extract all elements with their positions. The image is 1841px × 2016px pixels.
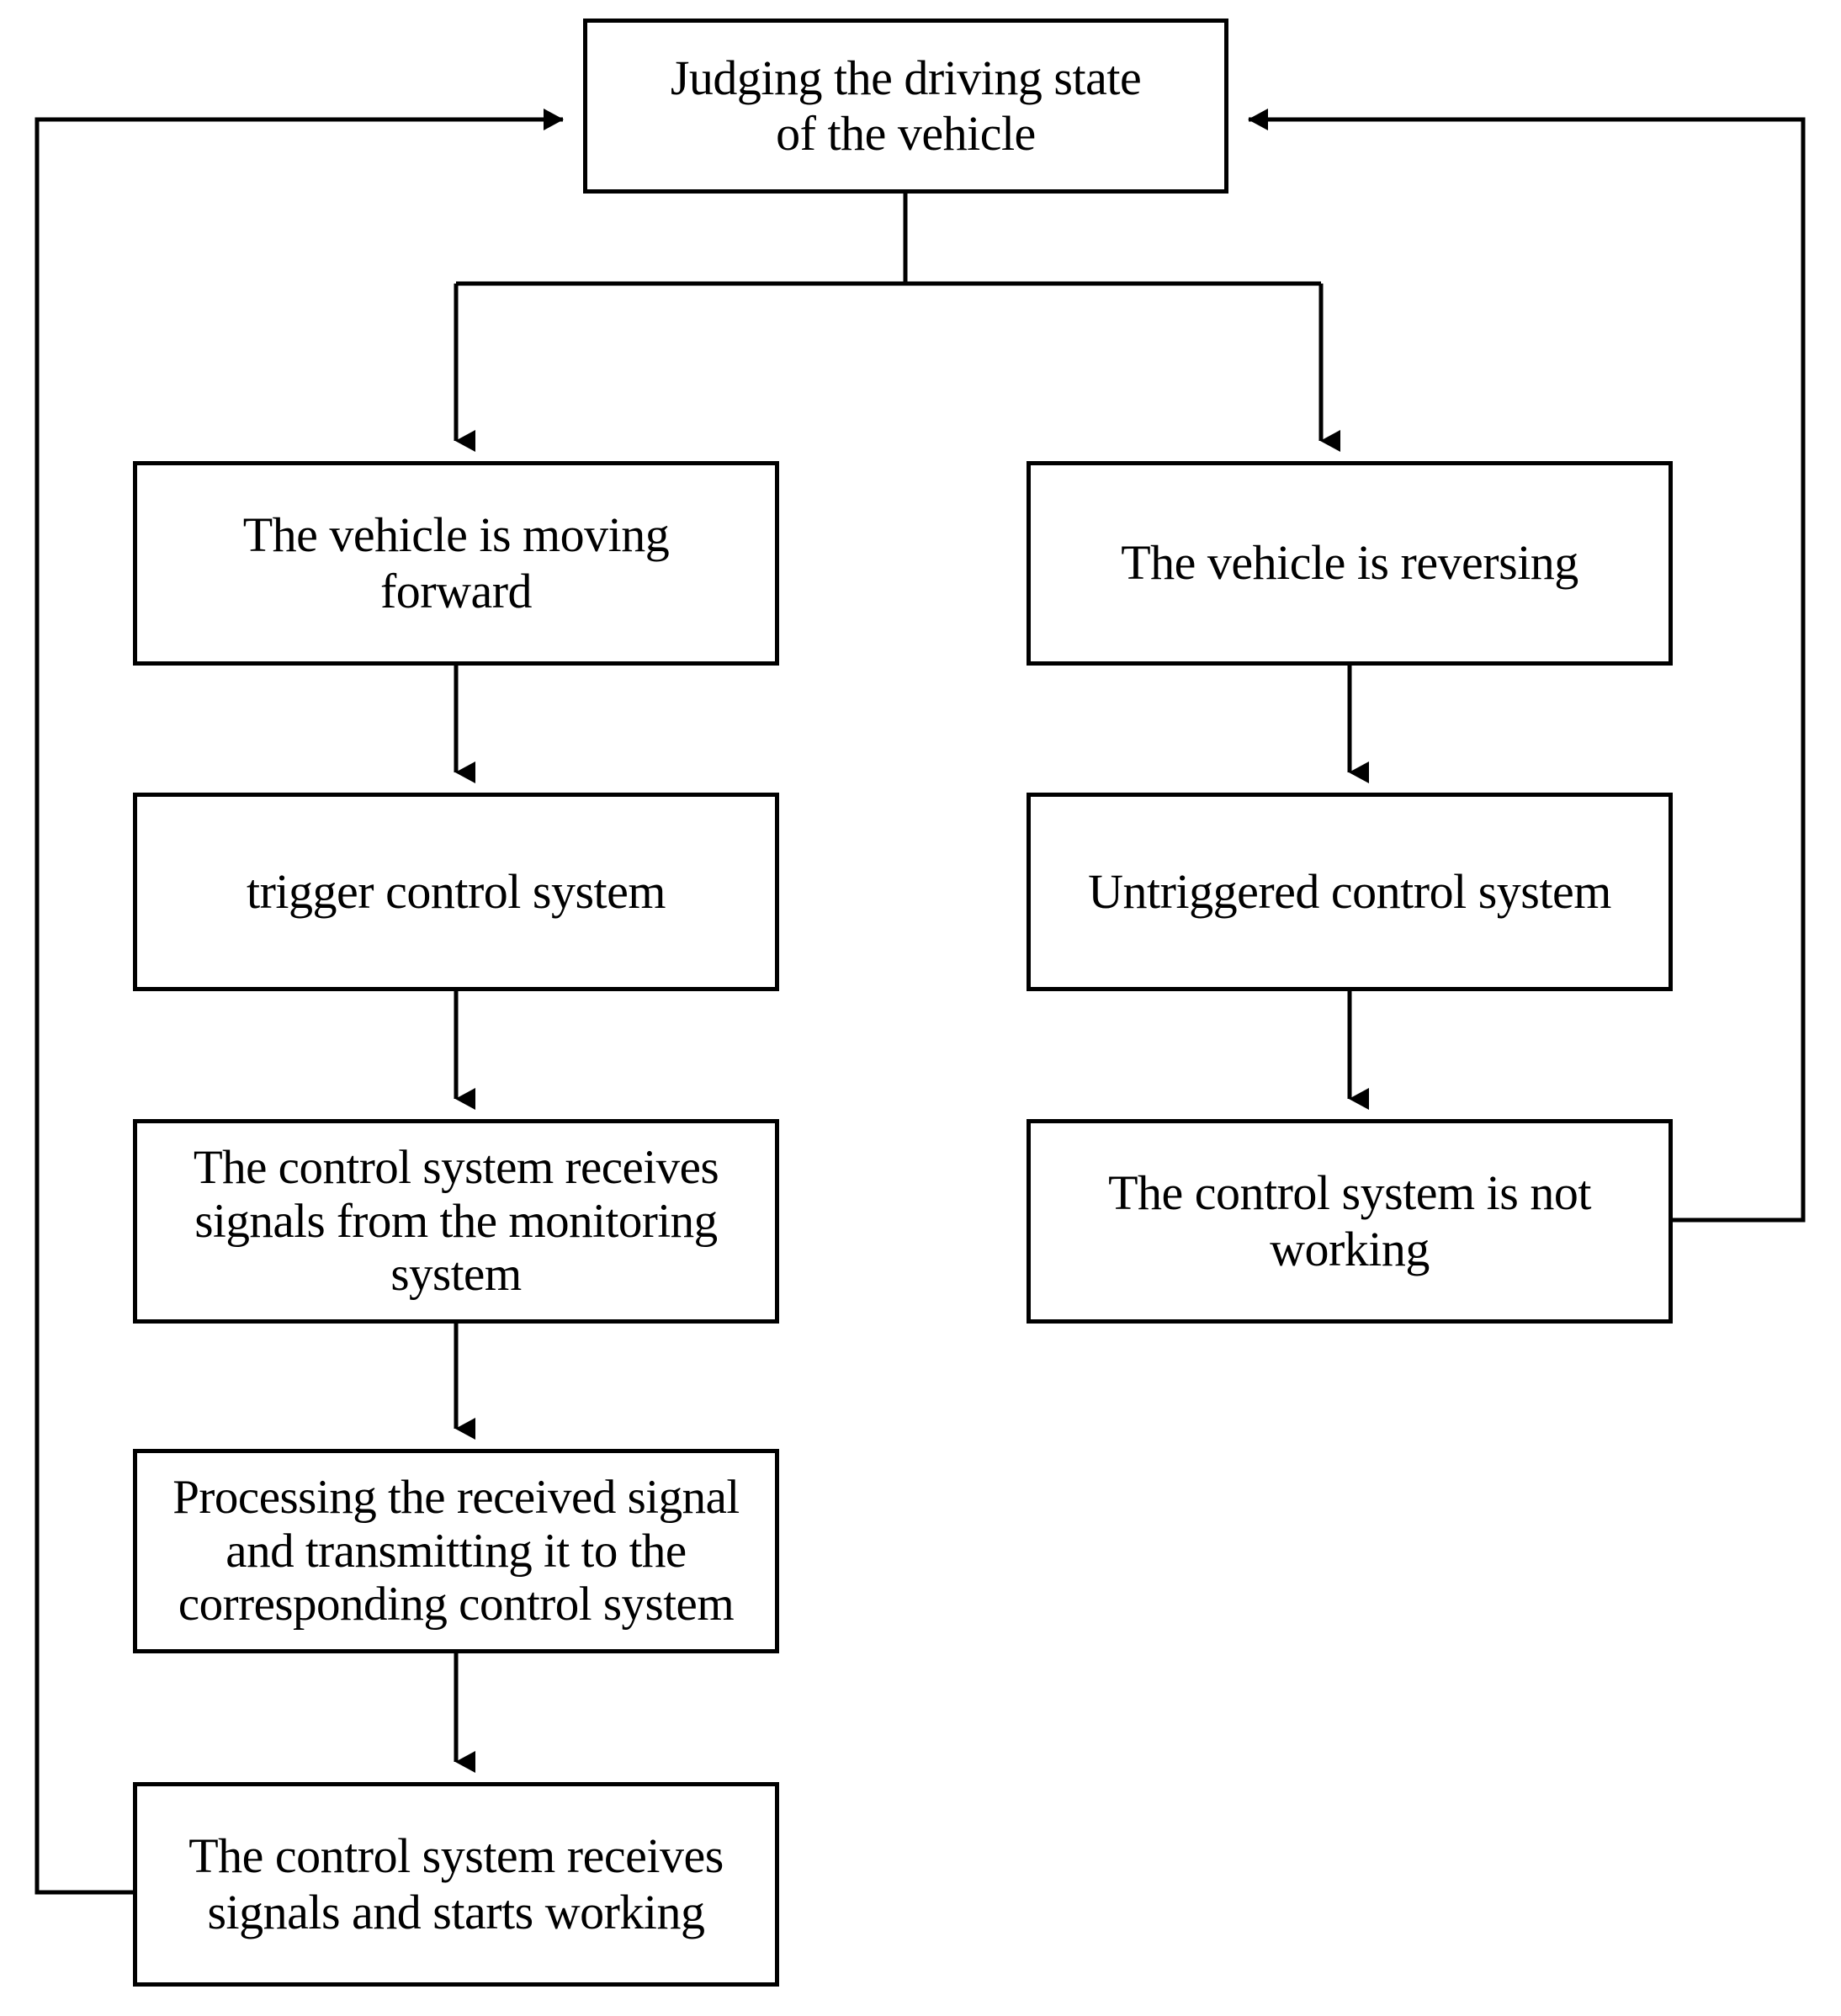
node-judging-driving-state: Judging the driving state of the vehicle bbox=[583, 19, 1228, 194]
node-label: The vehicle is moving forward bbox=[242, 507, 670, 618]
node-label: Processing the received signal and trans… bbox=[172, 1470, 740, 1631]
node-vehicle-reversing: The vehicle is reversing bbox=[1027, 461, 1673, 666]
node-label: trigger control system bbox=[246, 863, 666, 919]
connector-feedback-right bbox=[1248, 109, 1806, 1223]
node-label: The control system is not working bbox=[1108, 1165, 1591, 1276]
connector-feedback-left bbox=[34, 109, 564, 1895]
node-vehicle-moving-forward: The vehicle is moving forward bbox=[133, 461, 779, 666]
node-control-system-starts-working: The control system receives signals and … bbox=[133, 1782, 779, 1987]
node-control-system-not-working: The control system is not working bbox=[1027, 1119, 1673, 1324]
node-control-system-receives-signals: The control system receives signals from… bbox=[133, 1119, 779, 1324]
node-untriggered-control-system: Untriggered control system bbox=[1027, 793, 1673, 991]
node-label: The control system receives signals and … bbox=[188, 1828, 724, 1939]
node-label: Judging the driving state of the vehicle bbox=[670, 50, 1142, 161]
node-trigger-control-system: trigger control system bbox=[133, 793, 779, 991]
node-label: Untriggered control system bbox=[1088, 863, 1611, 919]
node-label: The control system receives signals from… bbox=[193, 1140, 719, 1302]
node-processing-received-signal: Processing the received signal and trans… bbox=[133, 1449, 779, 1653]
node-label: The vehicle is reversing bbox=[1121, 535, 1578, 591]
